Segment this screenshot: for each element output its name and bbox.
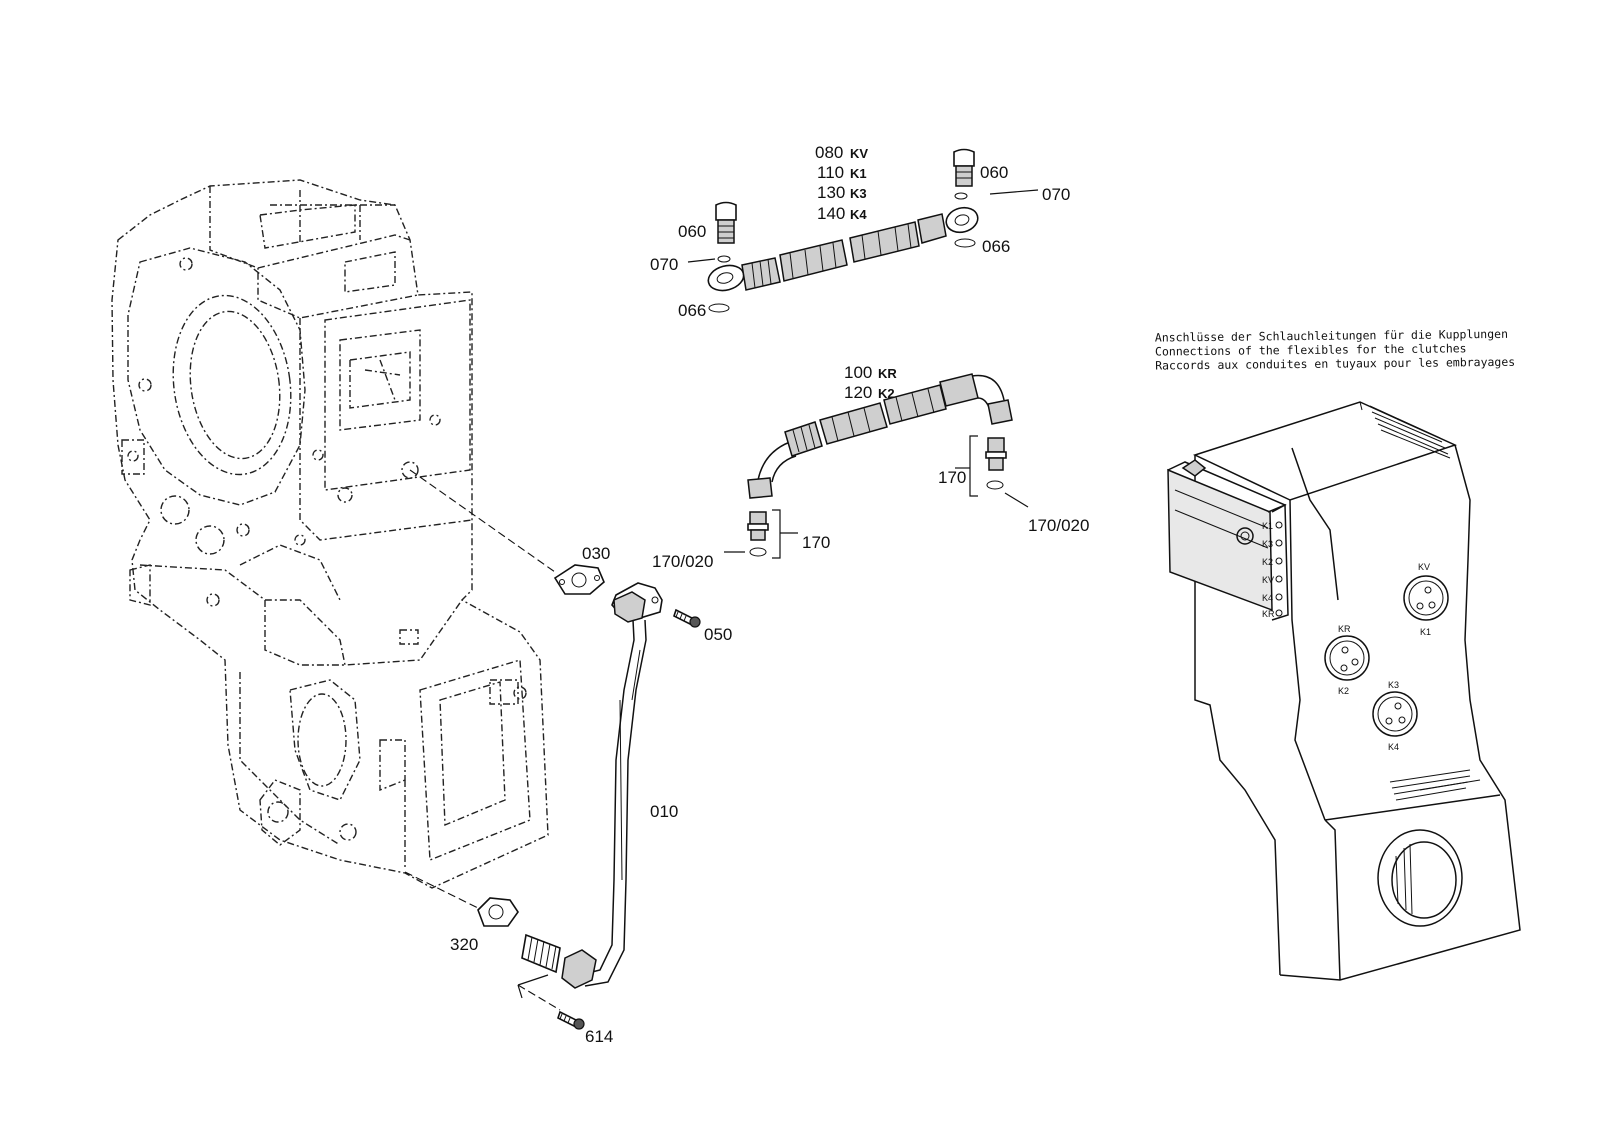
label-060-right: 060	[980, 163, 1008, 182]
code-k3: K3	[850, 186, 867, 201]
label-030: 030	[582, 544, 610, 563]
port-kv-k1: KV K1	[1403, 562, 1449, 637]
transmission-housing	[111, 179, 549, 889]
label-320: 320	[450, 935, 478, 954]
code-kr: KR	[878, 366, 897, 381]
label-614: 614	[585, 1027, 613, 1046]
code-kv: KV	[850, 146, 868, 161]
banjo-bolt-060-left	[715, 201, 737, 244]
o-ring-070-right	[954, 192, 968, 200]
clutch-connection-block: K1 K3 K2 KV K4 KR KV K1 KR K2	[1167, 401, 1521, 981]
code-k4: K4	[850, 207, 867, 222]
label-066-right: 066	[982, 237, 1010, 256]
port-k3-k4: K3 K4	[1372, 680, 1418, 752]
callout-labels: 080 KV 110 K1 130 K3 140 K4 060 070 066 …	[450, 143, 1089, 1046]
side-mark-3: K2	[1262, 557, 1273, 567]
o-ring-066-right	[954, 238, 976, 248]
label-140: 140	[817, 204, 845, 223]
mark-k4: K4	[1388, 742, 1399, 752]
label-050: 050	[704, 625, 732, 644]
side-mark-4: KV	[1262, 575, 1274, 585]
hose-kr-k2	[747, 373, 1013, 499]
label-130: 130	[817, 183, 845, 202]
mark-kv: KV	[1418, 562, 1430, 572]
label-070-right: 070	[1042, 185, 1070, 204]
mark-k2: K2	[1338, 686, 1349, 696]
gasket-320	[477, 897, 519, 927]
screw-614	[557, 1010, 585, 1030]
adapter-170-left	[747, 511, 769, 557]
label-170-right: 170	[938, 468, 966, 487]
code-k2: K2	[878, 386, 895, 401]
side-mark-2: K3	[1262, 539, 1273, 549]
side-mark-6: KR	[1262, 609, 1275, 619]
adapter-170-right	[985, 437, 1007, 490]
o-ring-070-left	[717, 255, 731, 263]
oil-pipe-010	[477, 564, 663, 989]
gasket-030	[553, 564, 605, 595]
label-060-left: 060	[678, 222, 706, 241]
threaded-fitting	[521, 933, 561, 974]
banjo-bolt-060-right	[953, 148, 975, 187]
side-mark-5: K4	[1262, 593, 1273, 603]
mark-k3: K3	[1388, 680, 1399, 690]
label-010: 010	[650, 802, 678, 821]
label-080: 080	[815, 143, 843, 162]
mark-k1: K1	[1420, 627, 1431, 637]
o-ring-066-left	[708, 303, 730, 313]
side-mark-1: K1	[1262, 521, 1273, 531]
label-066-left: 066	[678, 301, 706, 320]
side-port-marks: K1 K3 K2 KV K4 KR	[1262, 521, 1283, 619]
screw-050	[673, 608, 701, 628]
label-170-020-left: 170/020	[652, 552, 713, 571]
note-line-de: Anschlüsse der Schlauchleitungen für die…	[1155, 327, 1508, 345]
connection-note: Anschlüsse der Schlauchleitungen für die…	[1155, 327, 1515, 373]
label-120: 120	[844, 383, 872, 402]
port-kr-k2: KR K2	[1324, 624, 1370, 696]
note-line-en: Connections of the flexibles for the clu…	[1155, 341, 1467, 358]
mark-kr: KR	[1338, 624, 1351, 634]
label-070-left: 070	[650, 255, 678, 274]
label-100: 100	[844, 363, 872, 382]
label-110: 110	[817, 163, 844, 182]
note-line-fr: Raccords aux conduites en tuyaux pour le…	[1155, 355, 1515, 373]
hose-kv-k1-k3-k4	[707, 206, 979, 292]
code-k1: K1	[850, 166, 867, 181]
label-170-020-right: 170/020	[1028, 516, 1089, 535]
label-170-left: 170	[802, 533, 830, 552]
